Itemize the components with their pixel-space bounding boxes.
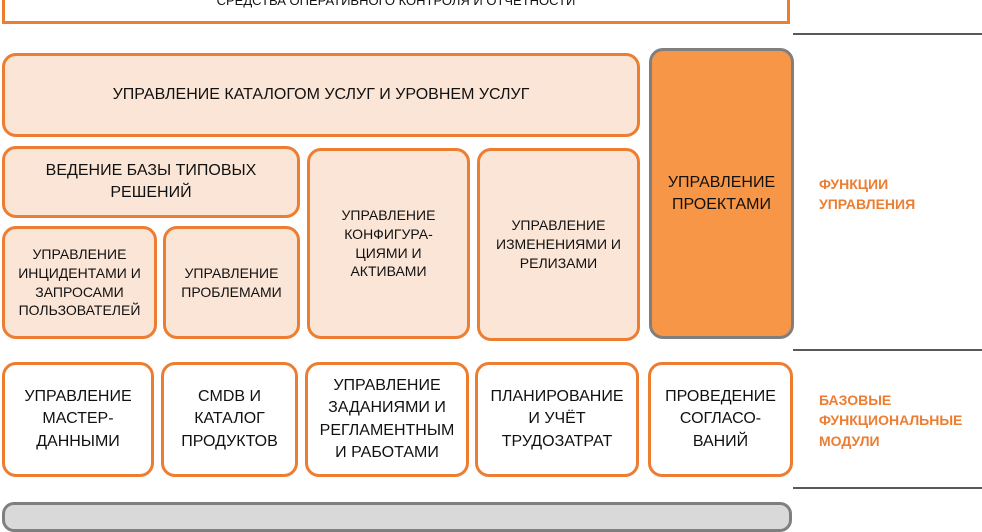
knowledge-base-label: ВЕДЕНИЕ БАЗЫ ТИПОВЫХ РЕШЕНИЙ — [45, 162, 257, 201]
knowledge-base-box: ВЕДЕНИЕ БАЗЫ ТИПОВЫХ РЕШЕНИЙ — [2, 146, 300, 218]
divider-top — [793, 33, 982, 35]
approvals-box: ПРОВЕДЕНИЕ СОГЛАСО- ВАНИЙ — [648, 362, 793, 477]
cmdb-label: CMDB И КАТАЛОГ ПРОДУКТОВ — [181, 388, 278, 450]
tasks-label: УПРАВЛЕНИЕ ЗАДАНИЯМИ И РЕГЛАМЕНТНЫМ И РА… — [319, 377, 455, 461]
functions-side-label: ФУНКЦИИ УПРАВЛЕНИЯ — [819, 176, 916, 213]
problems-box: УПРАВЛЕНИЕ ПРОБЛЕМАМИ — [163, 226, 300, 339]
approvals-label: ПРОВЕДЕНИЕ СОГЛАСО- ВАНИЙ — [665, 388, 776, 450]
service-catalog-label: УПРАВЛЕНИЕ КАТАЛОГОМ УСЛУГ И УРОВНЕМ УСЛ… — [112, 86, 530, 104]
changes-label: УПРАВЛЕНИЕ ИЗМЕНЕНИЯМИ И РЕЛИЗАМИ — [496, 217, 621, 271]
planning-label: ПЛАНИРОВАНИЕ И УЧЁТ ТРУДОЗАТРАТ — [490, 388, 624, 450]
reporting-tools-label: СРЕДСТВА ОПЕРАТИВНОГО КОНТРОЛЯ И ОТЧЕТНО… — [216, 0, 576, 8]
divider-bottom — [793, 487, 982, 489]
incidents-label: УПРАВЛЕНИЕ ИНЦИДЕНТАМИ И ЗАПРОСАМИ ПОЛЬЗ… — [18, 245, 141, 319]
changes-box: УПРАВЛЕНИЕ ИЗМЕНЕНИЯМИ И РЕЛИЗАМИ — [477, 148, 640, 341]
base-modules-side-label: БАЗОВЫЕ ФУНКЦИОНАЛЬНЫЕ МОДУЛИ — [819, 392, 963, 449]
cmdb-box: CMDB И КАТАЛОГ ПРОДУКТОВ — [161, 362, 298, 477]
incidents-box: УПРАВЛЕНИЕ ИНЦИДЕНТАМИ И ЗАПРОСАМИ ПОЛЬЗ… — [2, 226, 157, 339]
problems-label: УПРАВЛЕНИЕ ПРОБЛЕМАМИ — [181, 264, 282, 300]
master-data-label: УПРАВЛЕНИЕ МАСТЕР- ДАННЫМИ — [24, 388, 132, 450]
divider-middle — [793, 349, 982, 351]
platform-bar — [2, 502, 792, 532]
projects-box: УПРАВЛЕНИЕ ПРОЕКТАМИ — [649, 48, 794, 339]
configurations-label: УПРАВЛЕНИЕ КОНФИГУРА- ЦИЯМИ И АКТИВАМИ — [341, 206, 436, 280]
service-catalog-box: УПРАВЛЕНИЕ КАТАЛОГОМ УСЛУГ И УРОВНЕМ УСЛ… — [2, 53, 640, 137]
configurations-box: УПРАВЛЕНИЕ КОНФИГУРА- ЦИЯМИ И АКТИВАМИ — [307, 148, 470, 339]
reporting-tools-bar: СРЕДСТВА ОПЕРАТИВНОГО КОНТРОЛЯ И ОТЧЕТНО… — [2, 0, 790, 24]
projects-label: УПРАВЛЕНИЕ ПРОЕКТАМИ — [667, 173, 776, 213]
master-data-box: УПРАВЛЕНИЕ МАСТЕР- ДАННЫМИ — [2, 362, 154, 477]
tasks-box: УПРАВЛЕНИЕ ЗАДАНИЯМИ И РЕГЛАМЕНТНЫМ И РА… — [305, 362, 469, 477]
planning-box: ПЛАНИРОВАНИЕ И УЧЁТ ТРУДОЗАТРАТ — [475, 362, 639, 477]
